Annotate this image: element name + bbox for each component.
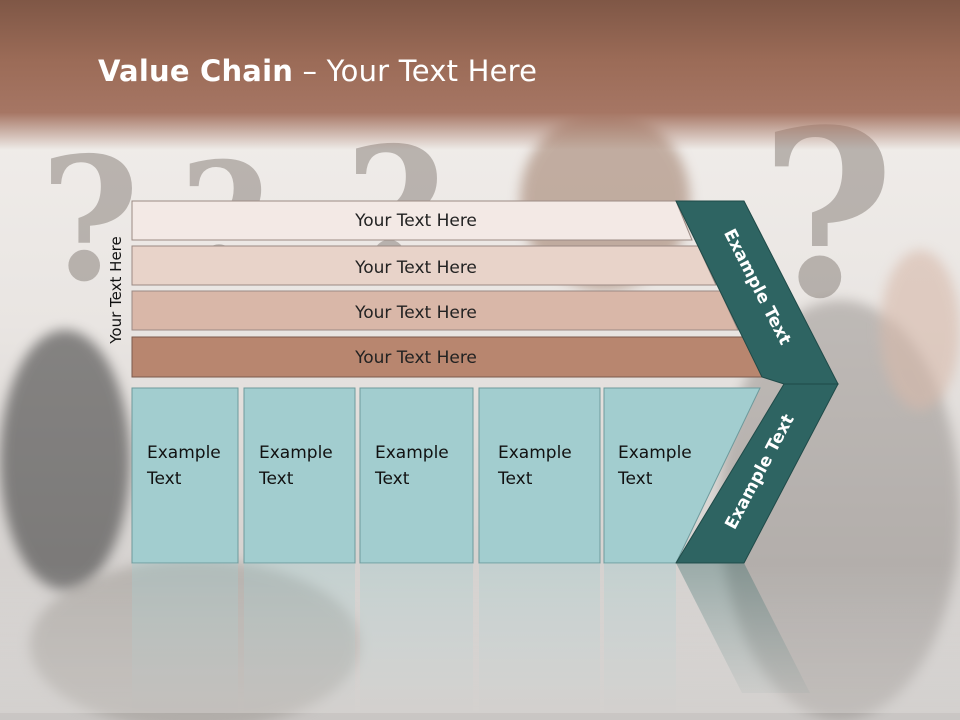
cell-3-line2: Text (375, 469, 410, 489)
slide-title: Value Chain – Your Text Here (98, 54, 537, 88)
cell-5-text: Example Text (618, 440, 708, 492)
cell-3[interactable] (359, 387, 474, 564)
cell-2-text: Example Text (259, 440, 349, 492)
cell-4-line2: Text (498, 469, 533, 489)
cell-1-line2: Text (147, 469, 182, 489)
cell-1-text: Example Text (147, 440, 237, 492)
cell-2[interactable] (243, 387, 356, 564)
bar-4-label: Your Text Here (354, 348, 477, 368)
cell-3-text: Example Text (375, 440, 465, 492)
cell-2-line2: Text (259, 469, 294, 489)
cell-3-line1: Example (375, 443, 449, 463)
question-mark-decoration: ? (40, 120, 140, 320)
cell-4-text: Example Text (498, 440, 588, 492)
cell-2-line1: Example (259, 443, 333, 463)
cell-4-line1: Example (498, 443, 572, 463)
bar-3-label: Your Text Here (354, 303, 477, 323)
bar-4[interactable]: Your Text Here (131, 336, 763, 378)
cell-5-line1: Example (618, 443, 692, 463)
cell-5-line2: Text (618, 469, 653, 489)
bar-2-label: Your Text Here (354, 258, 477, 278)
title-bold: Value Chain (98, 54, 294, 88)
cell-1-line1: Example (147, 443, 221, 463)
title-rest: – Your Text Here (293, 54, 538, 88)
bar-2[interactable]: Your Text Here (131, 245, 717, 286)
bar-1-label: Your Text Here (354, 211, 477, 231)
bar-1[interactable]: Your Text Here (131, 200, 693, 241)
bar-3[interactable]: Your Text Here (131, 290, 739, 331)
cell-1[interactable] (131, 387, 239, 564)
header-band (0, 0, 960, 150)
